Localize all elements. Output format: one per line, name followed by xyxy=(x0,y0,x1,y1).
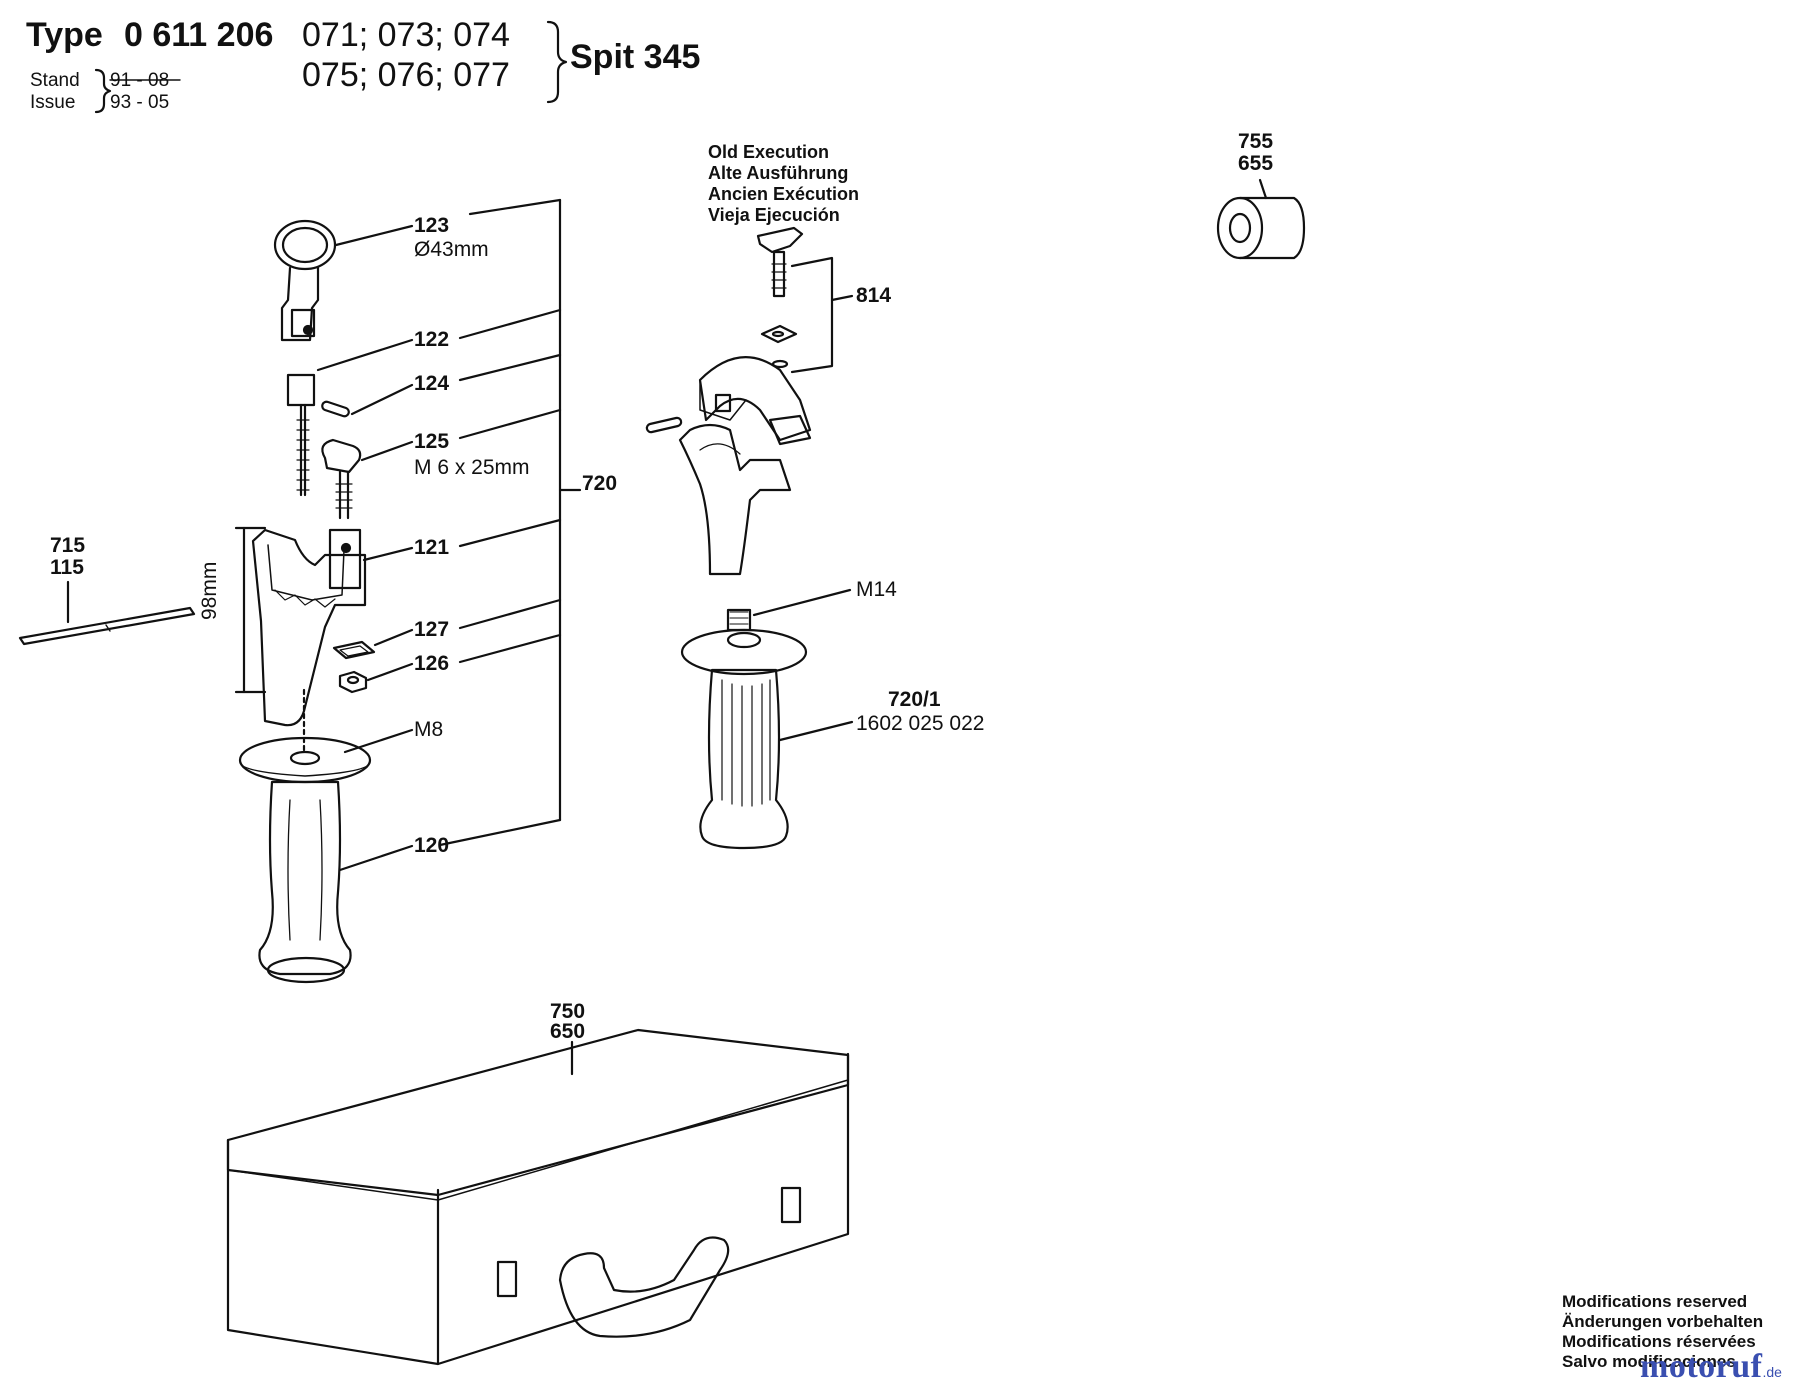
threaded-rod-122 xyxy=(286,373,316,497)
footer-note-en: Modifications reserved xyxy=(1562,1292,1748,1311)
leader-125 xyxy=(360,440,414,462)
old-handle-body xyxy=(645,356,812,576)
bracket-720 xyxy=(438,198,582,847)
disc-m8 xyxy=(238,736,372,784)
label-121: 121 xyxy=(414,536,450,559)
clamp-ring-123 xyxy=(273,219,337,342)
old-execution-es: Vieja Ejecución xyxy=(708,205,840,225)
label-98mm: 98mm xyxy=(198,561,221,620)
grip-720-1 xyxy=(699,668,789,850)
wing-screw-125 xyxy=(321,438,362,520)
old-execution-de: Alte Ausführung xyxy=(708,163,849,183)
leader-122 xyxy=(316,338,414,372)
label-126: 126 xyxy=(414,652,450,675)
rod-715-115 xyxy=(18,580,196,646)
watermark-text: motoruf xyxy=(1640,1348,1763,1385)
label-123-dim: Ø43mm xyxy=(414,238,489,261)
label-720-1: 720/1 xyxy=(888,688,941,711)
watermark: motoruf.de xyxy=(1640,1348,1782,1386)
handle-body-121 xyxy=(251,528,367,727)
plate-127 xyxy=(332,640,376,660)
leader-124 xyxy=(350,383,414,416)
watermark-suffix: .de xyxy=(1762,1364,1782,1380)
label-755: 755 xyxy=(1238,130,1274,153)
label-125: 125 xyxy=(414,430,450,453)
stand-label: Stand xyxy=(30,70,80,91)
label-m14: M14 xyxy=(856,578,897,601)
label-720-1-number: 1602 025 022 xyxy=(856,712,985,735)
leader-m8 xyxy=(343,728,414,754)
label-750: 750 xyxy=(550,1000,586,1023)
issue-label: Issue xyxy=(30,92,76,113)
variant-line-1: 071; 073; 074 xyxy=(302,16,510,54)
label-115: 115 xyxy=(50,556,84,579)
label-122: 122 xyxy=(414,328,450,351)
wing-screw-814 xyxy=(756,226,804,298)
old-execution-fr: Ancien Exécution xyxy=(708,184,860,204)
old-execution-en: Old Execution xyxy=(708,142,830,162)
header-brace-right xyxy=(546,20,568,104)
bushing-755-655 xyxy=(1216,178,1306,260)
case-750-650 xyxy=(226,1028,850,1366)
stud-m14 xyxy=(726,608,752,632)
nut-126 xyxy=(338,670,368,694)
label-715: 715 xyxy=(50,534,86,557)
leader-m14 xyxy=(752,588,852,617)
footer-note-es: Salvo modificaciones xyxy=(1562,1352,1736,1371)
model-name: Spit 345 xyxy=(570,38,701,76)
leader-120 xyxy=(338,844,414,872)
label-123: 123 xyxy=(414,214,450,237)
issue-value: 93 - 05 xyxy=(110,92,170,113)
footer-note-fr: Modifications réservées xyxy=(1562,1332,1756,1351)
label-127: 127 xyxy=(414,618,450,641)
leader-126 xyxy=(366,662,414,682)
header-brace-left xyxy=(94,68,112,114)
grip-120 xyxy=(258,780,352,984)
leader-720-1 xyxy=(778,720,854,742)
leader-127 xyxy=(373,628,414,647)
footer-note-de: Änderungen vorbehalten xyxy=(1562,1312,1764,1331)
label-814: 814 xyxy=(856,284,892,307)
label-m8: M8 xyxy=(414,718,444,741)
dimension-98mm xyxy=(234,526,267,694)
disc-720-1 xyxy=(680,628,808,676)
type-number: 0 611 206 xyxy=(124,16,274,54)
footer-notes: Modifications reserved Änderungen vorbeh… xyxy=(1562,1292,1763,1372)
label-125-dim: M 6 x 25mm xyxy=(414,456,530,479)
variant-line-2: 075; 076; 077 xyxy=(302,56,510,94)
leader-814 xyxy=(830,294,854,302)
label-655: 655 xyxy=(1238,152,1274,175)
bracket-814 xyxy=(790,256,834,374)
label-124: 124 xyxy=(414,372,450,395)
washer-814 xyxy=(760,324,798,369)
label-650: 650 xyxy=(550,1020,586,1043)
type-label: Type xyxy=(26,16,103,54)
leader-121 xyxy=(362,546,414,562)
pin-124 xyxy=(321,400,350,418)
old-execution-block: Old Execution Alte Ausführung Ancien Exé… xyxy=(708,142,859,226)
label-720: 720 xyxy=(582,472,618,495)
leader-123 xyxy=(334,224,414,247)
label-120: 120 xyxy=(414,834,450,857)
